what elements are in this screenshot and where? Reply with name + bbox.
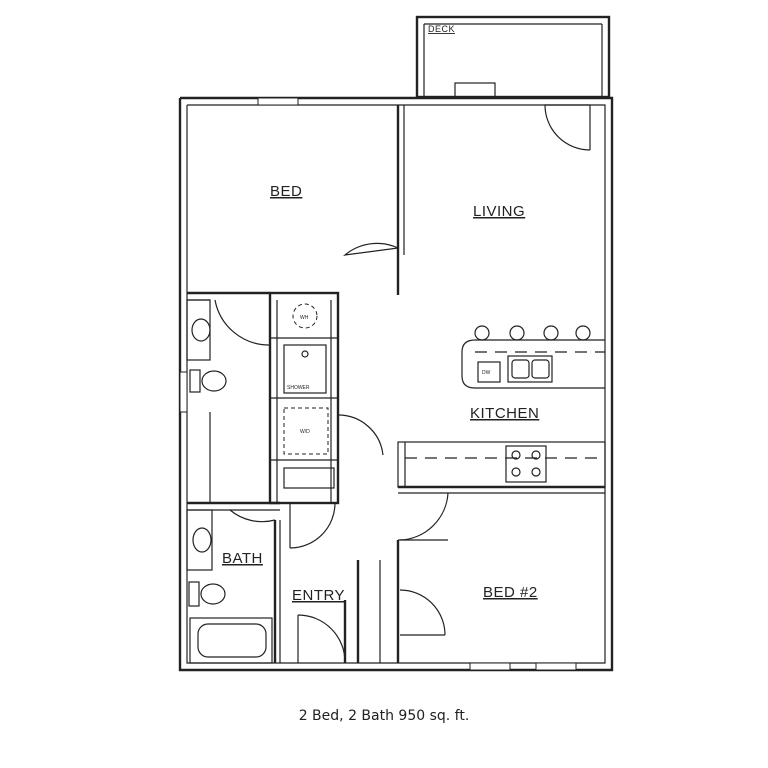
plan-caption: 2 Bed, 2 Bath 950 sq. ft. — [298, 708, 470, 724]
living-label: LIVING — [473, 203, 525, 220]
bed2-label: BED #2 — [483, 584, 538, 601]
deck: DECK — [415, 15, 611, 99]
entry-label: ENTRY — [292, 587, 345, 604]
bathtub — [189, 617, 273, 664]
doors — [214, 104, 591, 664]
bath-label: BATH — [222, 550, 263, 567]
bed-label: BED — [270, 183, 302, 200]
shower — [283, 344, 327, 394]
bath-sink — [186, 509, 213, 571]
dishwasher-label: DW — [482, 370, 491, 376]
washer-dryer-label: W/D — [300, 429, 310, 435]
interior-walls — [187, 105, 605, 663]
deck-label: DECK — [428, 24, 455, 34]
shower-label: SHOWER — [287, 385, 310, 391]
kitchen-label: KITCHEN — [470, 405, 539, 422]
exterior-walls — [178, 96, 614, 672]
bath-toilet — [188, 581, 226, 607]
master-toilet — [189, 369, 227, 393]
washer-dryer — [283, 407, 329, 455]
water-heater — [292, 303, 318, 329]
water-heater-label: WH — [300, 315, 309, 321]
master-sink — [186, 299, 211, 361]
kitchen-counter — [397, 441, 606, 488]
kitchen-island — [461, 325, 605, 389]
